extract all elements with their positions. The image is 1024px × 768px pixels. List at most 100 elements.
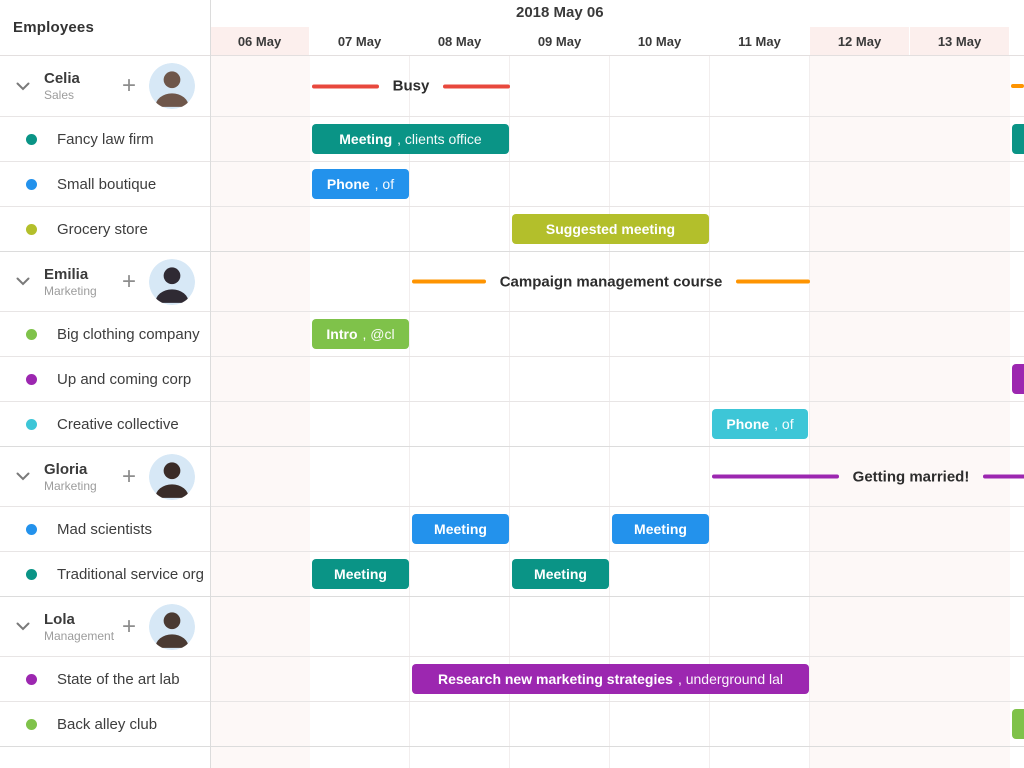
chevron-down-icon[interactable]: [15, 472, 31, 481]
group-cell: Celia Sales +: [0, 56, 210, 116]
appointment-bar-intro[interactable]: Intro , @cl: [312, 319, 409, 349]
avatar: [149, 258, 196, 305]
timeline-lane[interactable]: Intro , @cl: [210, 312, 1024, 356]
timeline-lane[interactable]: Meeting Meeting: [210, 552, 1024, 596]
appointment-title: Meeting: [634, 521, 687, 537]
appointment-line-getting-married[interactable]: Getting married!: [712, 468, 1024, 485]
timeline-lane[interactable]: Busy: [210, 56, 1024, 116]
appointment-bar-meeting[interactable]: Meeting: [612, 514, 709, 544]
resource-color-dot: [26, 373, 37, 385]
timeline-lane[interactable]: Meeting Meeting: [210, 507, 1024, 551]
resource-color-dot: [26, 328, 37, 340]
resource-name: Big clothing company: [57, 325, 200, 343]
resource-color-dot: [26, 568, 37, 580]
employee-role: Marketing: [44, 478, 97, 493]
resource-row-state-of-the-art-lab: State of the art lab Research new market…: [0, 656, 1024, 701]
appointment-bar-research[interactable]: Research new marketing strategies , unde…: [412, 664, 809, 694]
timeline-lane[interactable]: [210, 357, 1024, 401]
appointment-bar-phone[interactable]: Phone , of: [712, 409, 808, 439]
appointment-line-partial[interactable]: [1011, 84, 1024, 88]
appointment-bar-meeting[interactable]: Meeting , clients office: [312, 124, 509, 154]
group-cell: Gloria Marketing +: [0, 447, 210, 506]
resource-name: Small boutique: [57, 175, 157, 193]
date-header-cell: 08 May: [410, 27, 510, 55]
scheduler-header: Employees 2018 May 06 06 May 07 May 08 M…: [0, 0, 1024, 56]
resource-color-dot: [26, 178, 37, 190]
timeline-lane[interactable]: Meeting , clients office: [210, 117, 1024, 161]
timeline-lane[interactable]: [210, 702, 1024, 746]
employee-name: Emilia: [44, 265, 89, 283]
employee-name: Celia: [44, 70, 80, 87]
timeline-lane[interactable]: [210, 747, 1024, 768]
appointment-bar-meeting[interactable]: Meeting: [512, 559, 609, 589]
resource-cell: Traditional service org: [0, 552, 210, 596]
add-appointment-icon[interactable]: +: [122, 462, 137, 490]
add-appointment-icon[interactable]: +: [122, 267, 137, 295]
appointment-detail: , of: [374, 176, 395, 192]
resource-cell-empty: [0, 747, 210, 768]
timeline-lane[interactable]: Getting married!: [210, 447, 1024, 506]
appointment-bar-phone[interactable]: Phone , of: [312, 169, 409, 199]
date-header-cell: 13 May: [910, 27, 1010, 55]
timeline-lane[interactable]: Campaign management course: [210, 252, 1024, 311]
appointment-bar-partial[interactable]: [1012, 709, 1024, 739]
appointment-title: Meeting: [534, 566, 587, 582]
appointment-bar-partial[interactable]: [1012, 124, 1024, 154]
appointment-title: Meeting: [434, 521, 487, 537]
resource-cell: Big clothing company: [0, 312, 210, 356]
resource-color-dot: [26, 133, 37, 145]
timeline-lane[interactable]: [210, 597, 1024, 656]
resource-row-creative-collective: Creative collective Phone , of: [0, 401, 1024, 446]
chevron-down-icon[interactable]: [15, 82, 31, 91]
resource-cell: Mad scientists: [0, 507, 210, 551]
resource-panel-header: Employees: [0, 0, 210, 55]
appointment-title: Meeting: [339, 131, 393, 147]
appointment-line-campaign[interactable]: Campaign management course: [412, 273, 810, 290]
line-segment: [443, 84, 510, 88]
add-appointment-icon[interactable]: +: [122, 612, 137, 640]
resource-cell: Grocery store: [0, 207, 210, 251]
appointment-title: Research new marketing strategies: [437, 671, 673, 687]
line-segment: [412, 279, 486, 284]
employee-name: Lola: [44, 610, 75, 628]
line-segment: [312, 84, 379, 88]
appointment-bar-meeting[interactable]: Meeting: [412, 514, 509, 544]
timeline-lane[interactable]: Suggested meeting: [210, 207, 1024, 251]
date-header-cell: 12 May: [810, 27, 910, 55]
date-header-cell: 10 May: [610, 27, 710, 55]
resource-color-dot: [26, 673, 37, 685]
chevron-down-icon[interactable]: [15, 622, 31, 631]
resource-name: Back alley club: [57, 715, 158, 733]
appointment-detail: , clients office: [397, 131, 482, 147]
appointment-line-busy[interactable]: Busy: [312, 78, 510, 95]
employee-info: Lola Management: [44, 611, 118, 643]
date-header-cell: 07 May: [310, 27, 410, 55]
timeline-lane[interactable]: Phone , of: [210, 162, 1024, 206]
chevron-down-icon[interactable]: [15, 277, 31, 286]
date-header-cell: 11 May: [710, 27, 810, 55]
resource-color-dot: [26, 418, 37, 430]
resource-color-dot: [26, 718, 37, 730]
appointment-bar-suggested-meeting[interactable]: Suggested meeting: [512, 214, 709, 244]
appointment-detail: , @cl: [362, 326, 395, 342]
group-cell: Emilia Marketing +: [0, 252, 210, 311]
empty-row: [0, 746, 1024, 768]
add-appointment-icon[interactable]: +: [122, 72, 137, 99]
appointment-title: Meeting: [334, 566, 387, 582]
resource-row-grocery-store: Grocery store Suggested meeting: [0, 206, 1024, 251]
resource-color-dot: [26, 523, 37, 535]
resource-color-dot: [26, 223, 37, 235]
timeline-lane[interactable]: Research new marketing strategies , unde…: [210, 657, 1024, 701]
group-row-lola: Lola Management +: [0, 596, 1024, 656]
resource-row-mad-scientists: Mad scientists Meeting Meeting: [0, 506, 1024, 551]
resource-row-small-boutique: Small boutique Phone , of: [0, 161, 1024, 206]
appointment-bar-partial[interactable]: [1012, 364, 1024, 394]
resource-row-big-clothing-company: Big clothing company Intro , @cl: [0, 311, 1024, 356]
timeline-lane[interactable]: Phone , of: [210, 402, 1024, 446]
appointment-bar-meeting[interactable]: Meeting: [312, 559, 409, 589]
resource-name: State of the art lab: [57, 670, 180, 688]
appointment-title: Intro: [326, 326, 358, 342]
appointment-title: Phone: [326, 176, 370, 192]
resource-name: Mad scientists: [57, 520, 153, 538]
